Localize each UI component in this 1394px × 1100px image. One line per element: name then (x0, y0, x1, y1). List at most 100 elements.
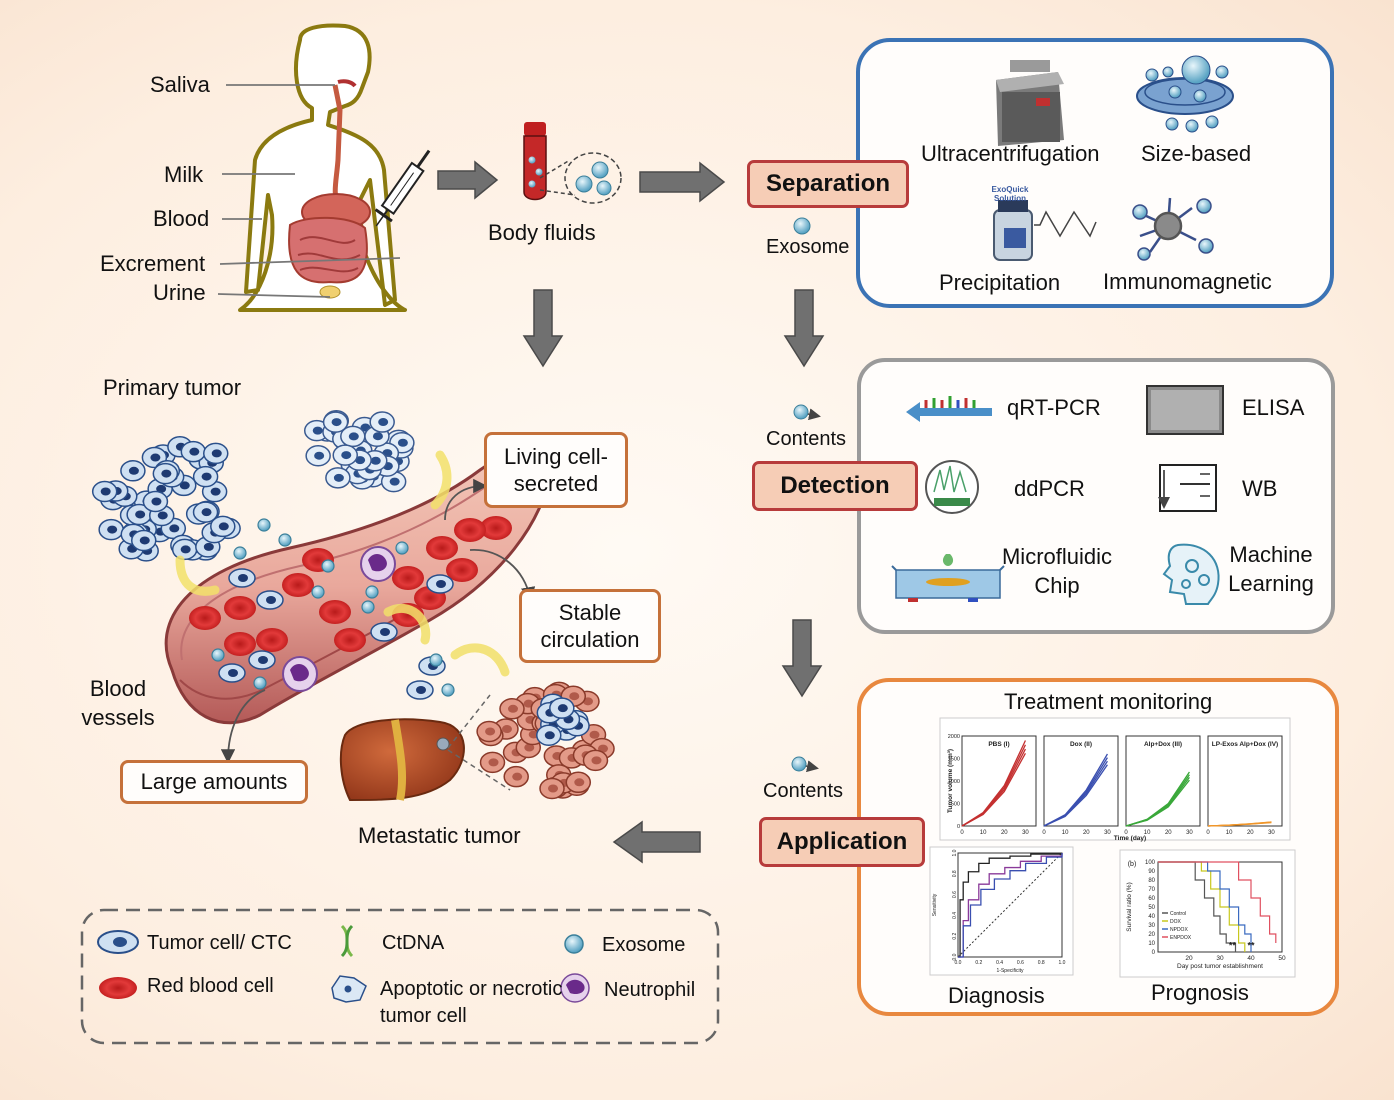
method-wb: WB (1242, 476, 1278, 501)
km-legend-label: DOX (1170, 919, 1182, 925)
exosome (321, 559, 335, 573)
detection-contents-label: Contents (766, 428, 847, 450)
x-tick-label: 50 (1278, 955, 1286, 962)
exoquick-logo: ExoQuick Solution (991, 185, 1029, 203)
legend-tumor-cell-icon (97, 930, 139, 954)
x-tick-label: 20 (1185, 955, 1193, 962)
legend-red-blood-cell-icon (99, 977, 137, 999)
x-tick-label: 20 (1165, 830, 1172, 836)
apoptotic-cell-nucleus (331, 418, 342, 427)
treatment-monitoring-title: Treatment monitoring (1004, 689, 1213, 714)
leader-large-amounts (220, 689, 266, 764)
machine-learning-head-icon (1162, 543, 1220, 605)
tumor-cell-nucleus (180, 545, 191, 554)
red-blood-cell (256, 628, 288, 652)
microfluidic-chip-icon (891, 554, 1005, 602)
tumor-cell-nucleus (150, 453, 161, 462)
x-tick-label: 40 (1247, 955, 1255, 962)
y-tick-label: 30 (1148, 923, 1155, 929)
tumor-cell-nucleus (157, 511, 168, 520)
exosome (233, 546, 247, 560)
treatment-panel-frame (1043, 735, 1119, 827)
source-urine-label: Urine (153, 280, 206, 305)
treatment-x-axis-label: Time (day) (1114, 835, 1146, 842)
y-tick-label: 0.4 (952, 912, 958, 919)
roc-diagonal (957, 852, 1063, 958)
roc-frame (957, 852, 1063, 958)
tumor-cell-nucleus (201, 508, 212, 517)
legend-exosome-label: Exosome (602, 934, 686, 956)
red-blood-cell (224, 596, 256, 620)
separation-stage: Separation (747, 160, 909, 208)
roc-curve (958, 853, 1063, 958)
tumor-cell-nucleus (135, 510, 146, 519)
method-qrt-pcr: qRT-PCR (1007, 395, 1101, 420)
tumor-cell-nucleus (201, 472, 212, 481)
x-tick-label: 10 (1062, 830, 1069, 836)
x-tick-label: 0.8 (1038, 960, 1045, 966)
y-tick-label: 0.8 (952, 870, 958, 877)
red-blood-cell (189, 606, 221, 630)
km-curve (1158, 861, 1246, 952)
diagnosis-label: Diagnosis (948, 983, 1045, 1008)
metastatic-cell-nucleus (485, 727, 496, 736)
tumor-cell-nucleus (266, 596, 276, 604)
x-tick-label: 30 (1022, 830, 1029, 836)
source-excrement-label: Excrement (100, 251, 206, 276)
tumor-cell-nucleus (258, 656, 268, 664)
x-tick-label: 30 (1186, 830, 1193, 836)
legend-apoptotic-cell-icon (331, 975, 367, 1003)
tumor-cell-nucleus (544, 731, 555, 740)
x-tick-label: 30 (1268, 830, 1275, 836)
treatment-series-line (1207, 821, 1272, 827)
apoptotic-cell-nucleus (370, 456, 381, 465)
km-legend-label: NPDOX (1170, 927, 1188, 933)
liver-icon (339, 718, 465, 802)
exosome (365, 585, 379, 599)
ddpcr-icon (925, 460, 979, 514)
y-tick-label: 0 (1152, 950, 1156, 956)
tumor-cell-nucleus (189, 447, 200, 456)
km-legend-label: Control (1170, 911, 1186, 917)
km-significance-label: ** (1247, 940, 1255, 950)
callout-stable-circulation: Stable circulation (519, 589, 661, 663)
x-tick-label: 20 (1247, 830, 1254, 836)
arrow-right-icon (437, 160, 499, 200)
callout-living-cell-secreted: Living cell-secreted (484, 432, 628, 508)
roc-curve (958, 853, 1063, 958)
x-tick-label: 30 (1216, 955, 1224, 962)
y-tick-label: 100 (1145, 860, 1156, 866)
red-blood-cells-icon (189, 516, 512, 656)
x-tick-label: 20 (1001, 830, 1008, 836)
tumor-cell-nucleus (436, 580, 446, 588)
leader-living-cell (444, 478, 488, 521)
x-tick-label: 0 (1042, 830, 1046, 836)
metastatic-cell-nucleus (501, 725, 512, 734)
legend-ctdna-label: CtDNA (382, 932, 445, 954)
apoptotic-tumor-cluster-icon (303, 410, 415, 493)
application-stage: Application (759, 817, 925, 867)
migration-arrows-icon (175, 450, 510, 677)
tumor-cell-nucleus (128, 466, 139, 475)
contents-exosome-icon (791, 756, 819, 773)
y-tick-label: 20 (1148, 932, 1155, 938)
y-tick-label: 60 (1148, 896, 1155, 902)
tumor-cell-nucleus (139, 536, 150, 545)
syringe-icon (374, 149, 431, 227)
tumor-cell-nucleus (218, 522, 229, 531)
treatment-series-line (961, 740, 1027, 827)
treatment-panel-title: Alp+Dox (III) (1144, 741, 1182, 748)
apoptotic-cell-nucleus (341, 451, 352, 460)
method-machine-learning: Machine Learning (1228, 542, 1314, 596)
tumor-cell-nucleus (380, 628, 390, 636)
tumor-cell-nucleus (416, 686, 426, 694)
x-tick-label: 0.0 (955, 960, 962, 966)
red-blood-cell (392, 566, 424, 590)
y-tick-label: 10 (1148, 941, 1155, 947)
exosome (311, 585, 325, 599)
tumor-cell-nucleus (151, 497, 162, 506)
tumor-cell-nucleus (179, 481, 190, 490)
metastatic-cell-nucleus (548, 784, 559, 793)
